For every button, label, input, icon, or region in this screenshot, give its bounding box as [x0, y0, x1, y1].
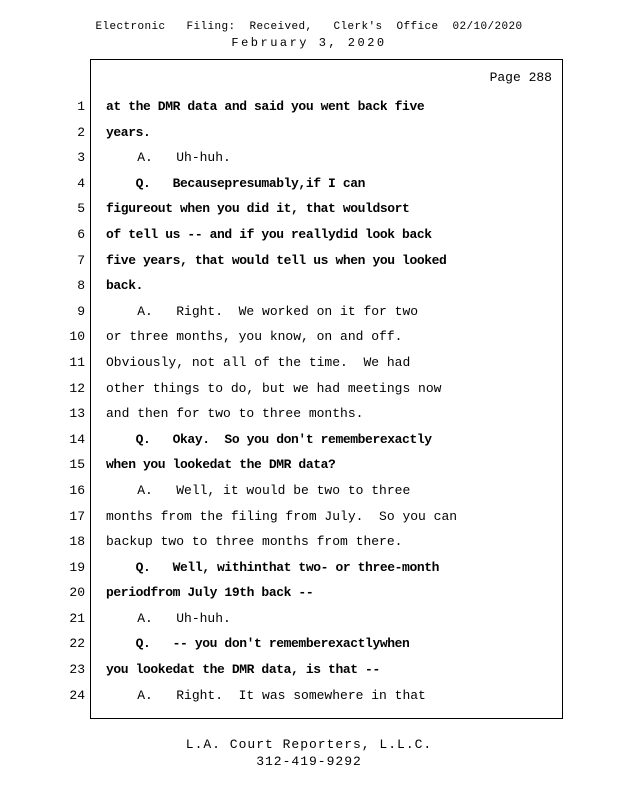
line-text: A. Uh-huh.	[106, 150, 231, 166]
court-reporter-name: L.A. Court Reporters, L.L.C.	[185, 737, 433, 753]
line-number: 23	[69, 662, 85, 678]
transcript-line: 21 A. Uh-huh.	[69, 606, 562, 632]
line-number: 19	[69, 559, 85, 575]
line-number: 18	[69, 534, 85, 550]
line-text: backup two to three months from there.	[106, 534, 403, 550]
transcript-line: 3 A. Uh-huh.	[77, 145, 562, 171]
line-text: of tell us -- and if you reallydid look …	[106, 226, 432, 242]
line-number: 24	[69, 687, 85, 703]
line-text: Q. Okay. So you don't rememberexactly	[106, 431, 432, 447]
line-number: 14	[69, 431, 85, 447]
line-text: Q. Well, withinthat two- or three-month	[106, 559, 440, 575]
transcript-line: 9 A. Right. We worked on it for two	[77, 299, 562, 325]
transcript-line: 12 other things to do, but we had meeting…	[69, 376, 562, 402]
transcript-line: 14 Q. Okay. So you don't rememberexactly	[69, 427, 562, 453]
line-text: five years, that would tell us when you …	[106, 252, 447, 268]
transcript-line: 1 at the DMR data and said you went back …	[77, 94, 562, 120]
line-number: 7	[77, 252, 85, 268]
line-number: 4	[77, 175, 85, 191]
transcript-line: 17 months from the filing from July. So y…	[69, 504, 562, 530]
transcript-line: 13 and then for two to three months.	[69, 401, 562, 427]
line-text: figureout when you did it, that wouldsor…	[106, 201, 410, 217]
transcript-line: 5 figureout when you did it, that wouldso…	[77, 196, 562, 222]
line-text: at the DMR data and said you went back f…	[106, 99, 425, 114]
transcript-box-wrap: Page 288 1 at the DMR data and said you w…	[69, 59, 563, 720]
efiling-header: Electronic Filing: Received, Clerk's Off…	[0, 0, 618, 50]
line-number: 6	[77, 226, 85, 242]
transcript-line: 10 or three months, you know, on and off.	[69, 324, 562, 350]
transcript-line: 8 back.	[77, 273, 562, 299]
line-number: 5	[77, 201, 85, 217]
line-number: 21	[69, 610, 85, 626]
line-number: 16	[69, 482, 85, 498]
line-number: 3	[77, 150, 85, 166]
transcript-line: 16 A. Well, it would be two to three	[69, 478, 562, 504]
line-text: A. Uh-huh.	[106, 610, 231, 626]
court-reporter-phone: 312-419-9292	[256, 754, 362, 770]
transcript-line: 18 backup two to three months from there.	[69, 529, 562, 555]
line-text: or three months, you know, on and off.	[106, 329, 403, 345]
line-number: 2	[77, 124, 85, 140]
line-text: Obviously, not all of the time. We had	[106, 354, 411, 370]
line-text: other things to do, but we had meetings …	[106, 380, 442, 396]
line-number: 17	[69, 508, 85, 524]
line-text: months from the filing from July. So you…	[106, 508, 458, 524]
line-number: 8	[77, 278, 85, 294]
line-text: and then for two to three months.	[106, 406, 364, 422]
line-number: 11	[69, 354, 85, 370]
transcript-line: 23 you lookedat the DMR data, is that --	[69, 657, 562, 683]
line-text: years.	[106, 124, 151, 140]
line-number: 15	[69, 457, 85, 473]
transcript-line: 19 Q. Well, withinthat two- or three-mon…	[69, 555, 562, 581]
line-text: you lookedat the DMR data, is that --	[106, 662, 380, 678]
line-number: 10	[69, 329, 85, 345]
transcript-box: Page 288 1 at the DMR data and said you w…	[69, 59, 563, 720]
transcript-line: 2 years.	[77, 120, 562, 146]
line-text: when you lookedat the DMR data?	[106, 457, 336, 473]
line-text: A. Well, it would be two to three	[106, 482, 411, 498]
line-text: Q. Becausepresumably,if I can	[106, 175, 366, 191]
efiling-stamp: Electronic Filing: Received, Clerk's Off…	[95, 21, 523, 33]
line-number: 22	[69, 636, 85, 652]
transcript-body: 1 at the DMR data and said you went back …	[69, 94, 562, 709]
line-number: 9	[77, 303, 85, 319]
line-text: periodfrom July 19th back --	[106, 585, 314, 601]
line-text: A. Right. It was somewhere in that	[106, 687, 426, 703]
line-text: back.	[106, 278, 144, 294]
page-number-label: Page 288	[489, 70, 552, 85]
transcript-line: 7 five years, that would tell us when you…	[77, 248, 562, 274]
transcript-line: 24 A. Right. It was somewhere in that	[69, 683, 562, 709]
transcript-line: 20 periodfrom July 19th back --	[69, 580, 562, 606]
transcript-line: 11 Obviously, not all of the time. We had	[69, 350, 562, 376]
transcript-line: 22 Q. -- you don't rememberexactlywhen	[69, 631, 562, 657]
transcript-line: 4 Q. Becausepresumably,if I can	[77, 171, 562, 197]
line-text: A. Right. We worked on it for two	[106, 303, 419, 319]
line-number: 12	[69, 380, 85, 396]
line-number: 20	[69, 585, 85, 601]
transcript-line: 6 of tell us -- and if you reallydid look…	[77, 222, 562, 248]
transcript-line: 15 when you lookedat the DMR data?	[69, 452, 562, 478]
line-number: 1	[77, 99, 85, 114]
deposition-date: February 3, 2020	[231, 36, 387, 50]
line-text: Q. -- you don't rememberexactlywhen	[106, 636, 410, 652]
line-number: 13	[69, 406, 85, 422]
reporter-footer: L.A. Court Reporters, L.L.C. 312-419-929…	[0, 737, 618, 769]
